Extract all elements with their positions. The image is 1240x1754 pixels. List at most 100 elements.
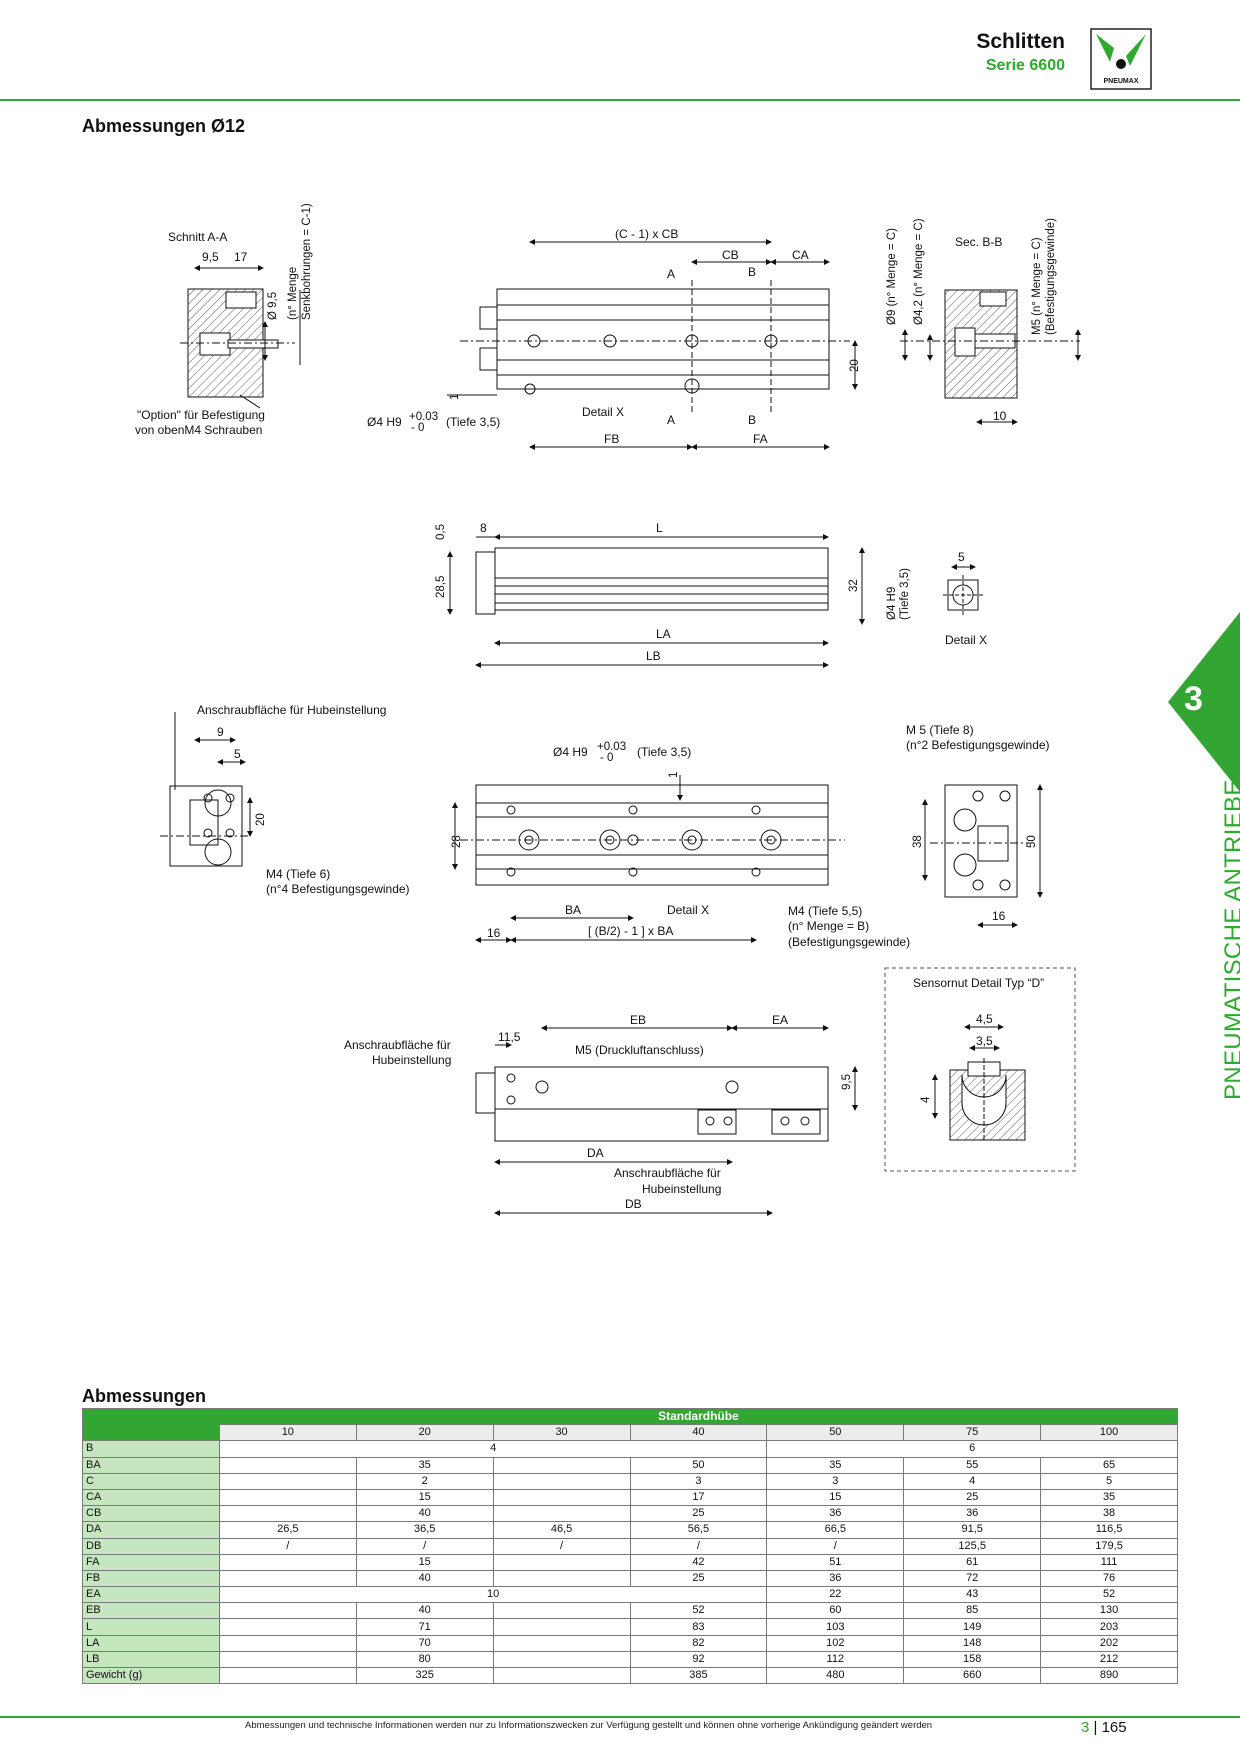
table-cell: 61 [903,1553,1042,1571]
note-m5-menge: M5 (n° Menge = C) [1031,237,1043,335]
dim-fb: FB [604,432,619,446]
table-cell: 15 [355,1488,494,1507]
table-cell: 52 [1040,1586,1178,1604]
dim-phi9: Ø9 (n° Menge = C) [886,228,898,325]
note-m5-bef: (Befestigungsgewinde) [1045,218,1057,335]
table-cell [218,1569,357,1588]
table-cell: / [766,1537,905,1555]
table-cell [492,1488,631,1507]
table-corner [82,1407,220,1442]
note-senkbohrungen: Senkbohrungen = C-1) [301,203,313,320]
table-cell: 103 [766,1618,905,1636]
row-label: FA [82,1553,220,1571]
table-cell: 56,5 [629,1521,768,1539]
side-view [475,547,829,615]
table-cell: 22 [766,1586,905,1604]
table-cell: 179,5 [1040,1537,1178,1555]
table-cell: 40 [355,1505,494,1523]
dim-l: L [656,521,663,535]
row-label: LA [82,1634,220,1652]
label-detail-x-3: Detail X [667,903,709,917]
table-cell: 36,5 [355,1521,494,1539]
dim-phi4-2: Ø4,2 (n° Menge = C) [913,218,925,325]
table-cell: 4 [218,1440,768,1458]
page-value: 165 [1101,1719,1127,1736]
row-label: CB [82,1505,220,1523]
dim-11-5: 11,5 [498,1030,521,1044]
row-label: LB [82,1650,220,1669]
footer-rule [0,1716,1240,1718]
dim-5-detail: 5 [958,550,965,564]
row-label: EA [82,1586,220,1604]
table-cell: 83 [629,1618,768,1636]
table-cell [218,1472,357,1490]
table-cell: 36 [766,1505,905,1523]
table-cell [492,1602,631,1620]
label-sec-bb: Sec. B-B [955,235,1002,249]
table-cell: 50 [629,1456,768,1474]
dim-10: 10 [993,409,1007,423]
table-cell [492,1569,631,1588]
note-anschraub-2: Anschraubfläche für [614,1166,721,1180]
stroke-header: 40 [629,1424,768,1442]
table-cell: / [218,1537,357,1555]
sensor-slot-view [949,1058,1026,1141]
dim-phi4-h9: Ø4 H9 [367,415,402,429]
dim-16: 16 [487,926,501,940]
table-cell: 148 [903,1634,1042,1652]
table-cell: 2 [355,1472,494,1490]
table-cell: 4 [903,1472,1042,1490]
row-label: DB [82,1537,220,1555]
dim-ba: BA [565,903,581,917]
table-cell [218,1650,357,1669]
table-cell [492,1666,631,1685]
note-n-menge: (n° Menge [287,267,299,320]
table-cell [218,1602,357,1620]
tol-minus: - 0 [411,422,424,434]
dim-db: DB [625,1197,642,1211]
row-label: DA [82,1521,220,1539]
table-cell: 212 [1040,1650,1178,1669]
section-bb-view [900,289,1080,399]
table-cell: 890 [1040,1666,1178,1685]
drawing-section-title: Abmessungen Ø12 [82,116,246,136]
mark-b-top: B [748,265,756,279]
dim-50: 50 [1026,835,1038,848]
table-section-title: Abmessungen [82,1386,207,1406]
header-rule [0,99,1240,101]
table-cell [492,1553,631,1571]
dim-da: DA [587,1146,604,1160]
table-cell: 25 [629,1505,768,1523]
page-number: 3 | 165 [1081,1719,1127,1736]
note-m5-druck: M5 (Druckluftanschluss) [575,1043,704,1057]
table-cell [492,1618,631,1636]
table-cell: 35 [766,1456,905,1474]
note-m4-tiefe55: M4 (Tiefe 5,5) [788,904,862,918]
table-cell: 5 [1040,1472,1178,1490]
dim-la: LA [656,627,671,641]
tol-plus-b: +0.03 [597,741,626,753]
table-cell: 60 [766,1602,905,1620]
stroke-header: 50 [766,1424,905,1442]
sensor-slot-detail-frame [884,967,1076,1172]
table-cell: 36 [766,1569,905,1588]
row-label: L [82,1618,220,1636]
table-cell: 26,5 [218,1521,357,1539]
table-cell: 35 [1040,1488,1178,1507]
label-sensornut: Sensornut Detail Typ “D” [913,976,1044,990]
table-cell [218,1666,357,1685]
table-cell: 116,5 [1040,1521,1178,1539]
table-cell: 43 [903,1586,1042,1604]
note-tiefe-3-5: (Tiefe 3,5) [446,415,500,429]
tol-minus-b: - 0 [600,752,613,764]
dim-28: 28 [451,835,463,848]
